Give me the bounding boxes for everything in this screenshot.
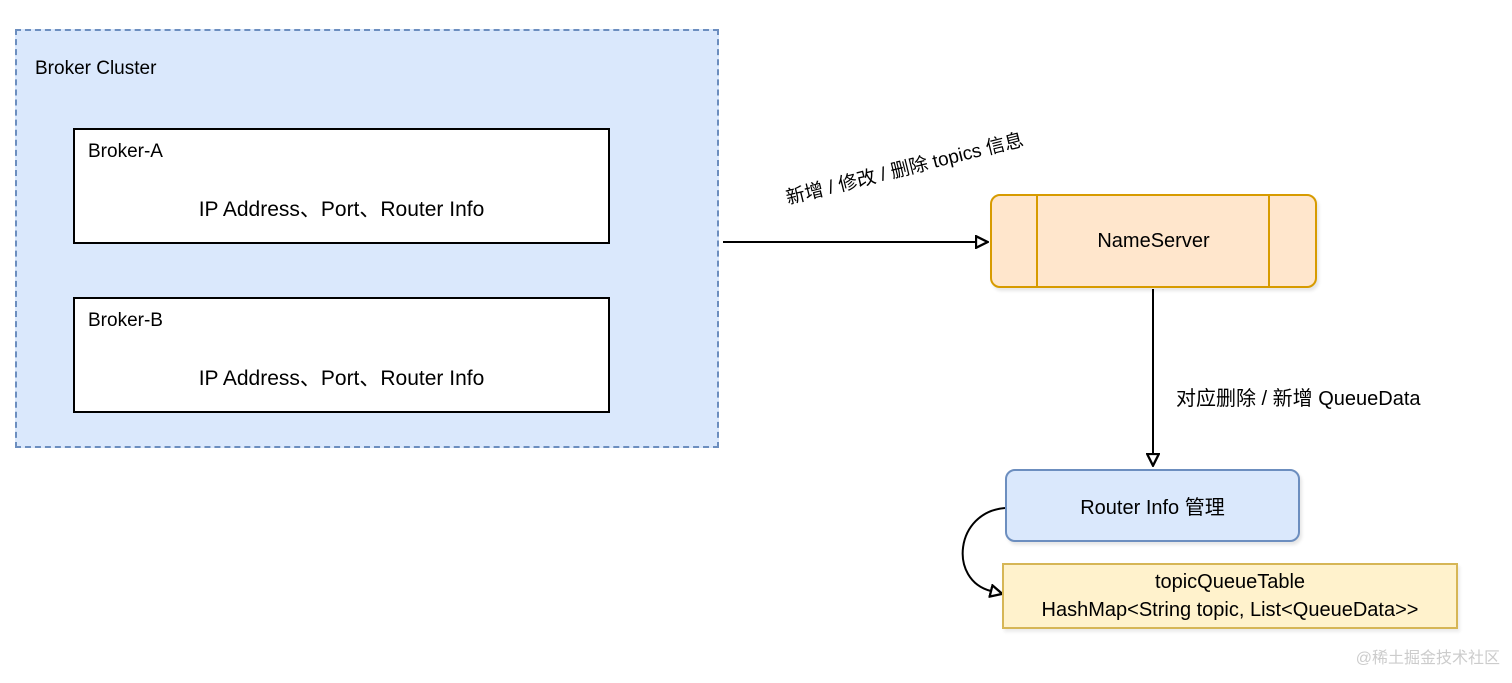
- router-info-box: Router Info 管理: [1005, 469, 1300, 542]
- arrow-router-to-topicqueuetable: [961, 507, 1006, 591]
- topic-queue-table-title: topicQueueTable: [1154, 571, 1306, 593]
- broker-b-content: IP Address、Port、Router Info: [198, 367, 485, 390]
- nameserver-right-divider: [1268, 196, 1270, 286]
- broker-cluster-label: Broker Cluster: [35, 58, 157, 79]
- broker-cluster-container: Broker Cluster Broker-A IP Address、Port、…: [15, 29, 719, 448]
- broker-a-label: Broker-A: [88, 141, 163, 162]
- nameserver-left-divider: [1036, 196, 1038, 286]
- topic-queue-table-box: topicQueueTable HashMap<String topic, Li…: [1002, 563, 1458, 629]
- watermark: @稀土掘金技术社区: [1355, 650, 1500, 667]
- broker-a-box: Broker-A IP Address、Port、Router Info: [73, 128, 610, 244]
- nameserver-label: NameServer: [1097, 229, 1210, 252]
- edge-label-queuedata: 对应删除 / 新增 QueueData: [1176, 388, 1421, 410]
- nameserver-box: NameServer: [990, 194, 1317, 288]
- broker-b-label: Broker-B: [88, 310, 163, 331]
- broker-a-content: IP Address、Port、Router Info: [198, 198, 485, 221]
- router-info-label: Router Info 管理: [1080, 497, 1225, 519]
- broker-b-box: Broker-B IP Address、Port、Router Info: [73, 297, 610, 413]
- topic-queue-table-signature: HashMap<String topic, List<QueueData>>: [1041, 599, 1419, 621]
